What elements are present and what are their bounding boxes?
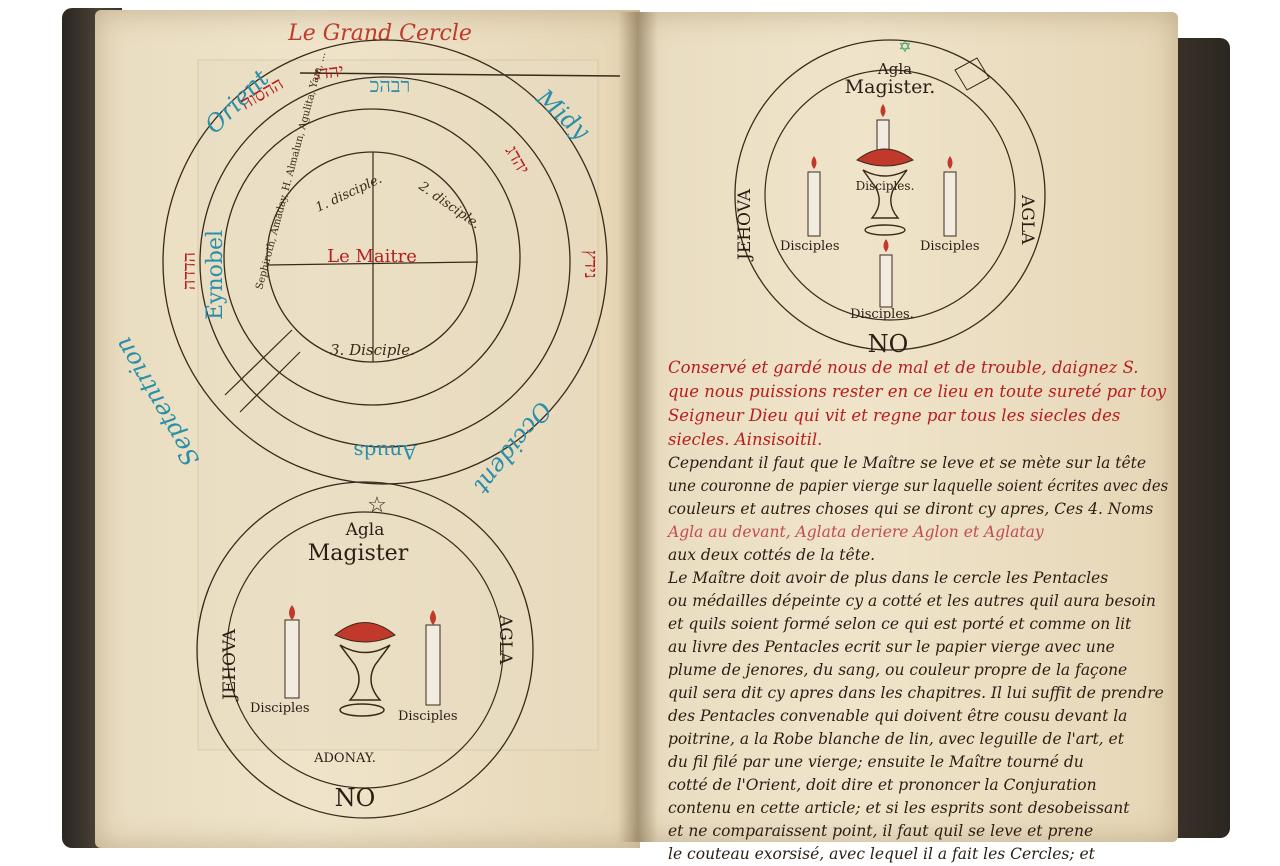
right-page-text: Conservé et gardé nous de mal et de trou… bbox=[668, 356, 1168, 866]
pentagram-icon: ☆ bbox=[367, 493, 387, 518]
hexagram-icon: ✡ bbox=[898, 37, 911, 56]
circle-agla: Agla bbox=[877, 60, 912, 78]
circle-disciples-left: Disciples bbox=[780, 239, 840, 254]
text-line-14: du fil filé par une vierge; ensuite le M… bbox=[668, 753, 1084, 771]
hebrew-ring-2: רבהכ bbox=[370, 73, 411, 97]
text-line-16: contenu en cette article; et si les espr… bbox=[668, 799, 1130, 817]
small-circle-agla: Agla bbox=[345, 520, 385, 540]
small-circle-adonay: ADONAY. bbox=[313, 751, 376, 766]
text-line-2: une couronne de papier vierge sur laquel… bbox=[668, 477, 1169, 495]
red-line-4: siecles. Ainsisoitil. bbox=[668, 430, 823, 449]
circle-center-disciples: Disciples. bbox=[856, 179, 915, 193]
small-circle-no: NO bbox=[335, 784, 376, 812]
red-line-1: Conservé et gardé nous de mal et de trou… bbox=[668, 358, 1139, 377]
small-circle-magister: Magister bbox=[308, 541, 409, 566]
text-line-8: et quils soient formé selon ce qui est p… bbox=[668, 615, 1132, 633]
outer-name-anuds: Anuds bbox=[353, 440, 417, 464]
outer-name-eynobel: Eynobel bbox=[203, 230, 228, 320]
circle-magister: Magister. bbox=[845, 76, 936, 98]
text-line-10: plume de jenores, du sang, ou couleur pr… bbox=[668, 661, 1128, 679]
small-circle-disciples-right: Disciples bbox=[398, 709, 458, 724]
center-le-maitre: Le Maitre bbox=[327, 246, 417, 267]
text-line-17: et ne comparaissent point, il faut quil … bbox=[668, 822, 1094, 840]
circle-disciples-bottom: Disciples. bbox=[850, 307, 914, 322]
circle-agla-right: AGLA bbox=[1017, 194, 1037, 245]
small-circle-agla-right: AGLA bbox=[495, 614, 515, 665]
circle-jehova: JEHOVA bbox=[735, 188, 755, 262]
text-line-9: au livre des Pentacles ecrit sur le papi… bbox=[668, 638, 1115, 656]
text-line-1: Cependant il faut que le Maître se leve … bbox=[668, 454, 1147, 472]
right-page bbox=[638, 12, 1178, 842]
small-circle-disciples-left: Disciples bbox=[250, 701, 310, 716]
text-line-18: le couteau exorsisé, avec lequel il a fa… bbox=[668, 845, 1095, 863]
hebrew-ring-6: הדדה bbox=[179, 252, 200, 290]
text-line-12: des Pentacles convenable qui doivent êtr… bbox=[668, 707, 1128, 725]
text-line-3: couleurs et autres choses qui se diront … bbox=[668, 500, 1154, 518]
text-line-15: cotté de l'Orient, doit dire et prononce… bbox=[668, 776, 1097, 794]
book-gutter bbox=[618, 12, 658, 842]
circle-no: NO bbox=[868, 330, 909, 358]
circle-disciples-right: Disciples bbox=[920, 239, 980, 254]
text-line-7: ou médailles dépeinte cy a cotté et les … bbox=[668, 592, 1156, 610]
red-line-2: que nous puissions rester en ce lieu en … bbox=[668, 382, 1167, 401]
book-cover-right bbox=[1170, 38, 1230, 838]
quadrant-3: 3. Disciple. bbox=[330, 341, 415, 359]
text-line-4: Agla au devant, Aglata deriere Aglon et … bbox=[668, 523, 1044, 541]
hebrew-ring-5: נידץ bbox=[580, 250, 601, 279]
grand-circle-title: Le Grand Cercle bbox=[287, 21, 472, 46]
text-line-13: poitrine, a la Robe blanche de lin, avec… bbox=[668, 730, 1124, 748]
text-line-11: quil sera dit cy apres dans les chapitre… bbox=[668, 684, 1164, 702]
text-line-5: aux deux cottés de la tête. bbox=[668, 546, 876, 564]
text-line-6: Le Maître doit avoir de plus dans le cer… bbox=[668, 569, 1109, 587]
red-line-3: Seigneur Dieu qui vit et regne par tous … bbox=[668, 406, 1121, 425]
small-circle-jehova: JEHOVA bbox=[220, 628, 240, 702]
hebrew-ring-3: יהדג bbox=[313, 60, 345, 85]
